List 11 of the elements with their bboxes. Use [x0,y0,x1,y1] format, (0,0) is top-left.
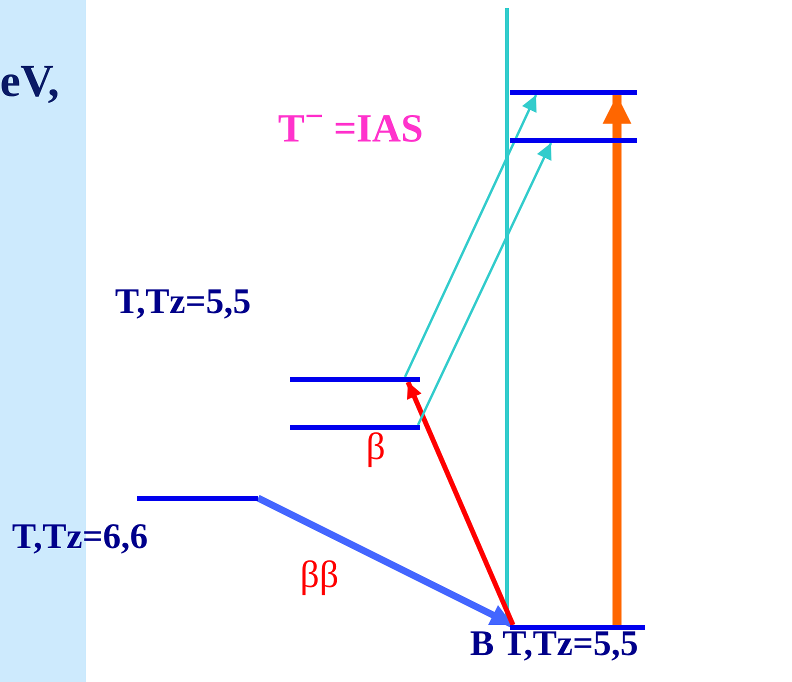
arrow [602,95,632,625]
arrow [416,142,552,426]
level-label: eV, [0,58,60,104]
level-label: T$^{−}$ =IAS [278,100,424,148]
level-label: B T,Tz=5,5 [470,625,638,661]
edge-label: ββ [300,556,339,594]
level-label: T,Tz=6,6 [12,518,148,554]
arrow [404,94,538,378]
level-label: T,Tz=5,5 [115,283,251,319]
arrow [406,381,516,626]
edge-label: β [366,428,386,466]
